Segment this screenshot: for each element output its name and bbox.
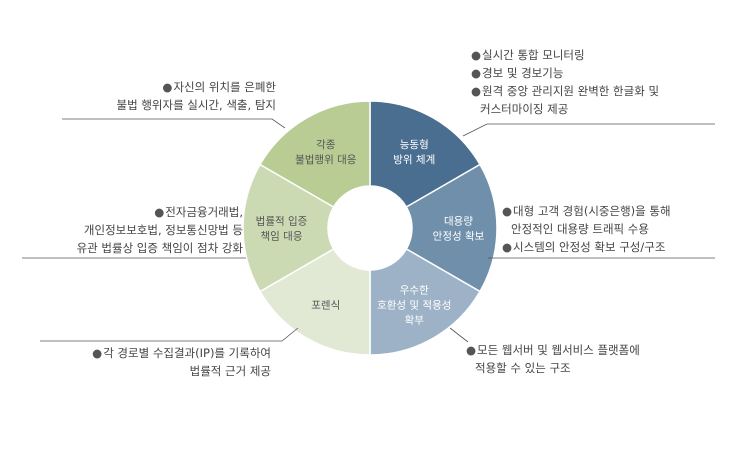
note-row: 적용할 수 있는 구조 [475,361,571,375]
donut-center [328,186,412,270]
connector-bottom-left [40,327,299,342]
note-row: ●대형 고객 경험(시중은행)을 통해 [502,204,671,218]
note-row: 불법 행위자를 실시간, 색출, 탐지 [116,98,276,112]
note-row: 유관 법률상 입증 책임이 점차 강화 [76,241,243,255]
segment-label-compat: 우수한 [400,285,429,297]
connector-top-right [462,123,715,137]
note-bottom-right: ●모든 웹서버 및 웹서비스 플랫폼에 적용할 수 있는 구조 [466,341,640,377]
bullet-icon: ● [502,204,513,218]
segment-label-legal: 법률적 입증 [256,215,308,228]
bullet-icon: ● [162,80,173,94]
donut-segments [242,100,498,356]
bullet-icon: ● [471,66,482,80]
note-mid-left: ●전자금융거래법, 개인정보보호법, 정보통신망법 등 유관 법률상 입증 책임… [77,203,243,257]
note-row: 법률적 근거 제공 [189,364,271,378]
connector-lines [22,118,715,343]
note-row: 안정적인 대용량 트래픽 수용 [511,222,649,236]
bullet-icon: ● [471,48,482,62]
connector-bottom-right [449,327,469,343]
segment-label-illegal: 불법행위 대응 [295,153,357,166]
segment-label-stability: 안정성 확보 [433,230,485,243]
note-row: ●경보 및 경보기능 [471,66,564,80]
bullet-icon: ● [471,84,482,98]
note-row: ●전자금융거래법, [154,205,243,219]
segment-label-illegal: 각종 [316,139,336,151]
note-row: ●시스템의 안정성 확보 구성/구조 [502,240,666,254]
note-top-right: ●실시간 통합 모니터링 ●경보 및 경보기능 ●원격 중앙 관리지원 완벽한 … [471,46,659,118]
connector-top-left [62,118,286,129]
note-row: ●자신의 위치를 은폐한 [162,80,276,94]
note-row: ●각 경로별 수집결과(IP)를 기록하여 [92,346,271,360]
note-row: ●모든 웹서버 및 웹서비스 플랫폼에 [466,343,640,357]
bullet-icon: ● [466,343,477,357]
segment-label-proactive: 방위 체계 [393,153,435,166]
segment-label-proactive: 능동형 [400,139,429,151]
note-row: ●실시간 통합 모니터링 [471,48,585,62]
note-bottom-left: ●각 경로별 수집결과(IP)를 기록하여 법률적 근거 제공 [92,344,271,380]
segment-label-stability: 대용량 [444,216,473,228]
bullet-icon: ● [92,346,103,360]
segment-label-compat: 호환성 및 적용성 [377,300,451,312]
bullet-icon: ● [154,205,165,219]
note-row: 커스터마이징 제공 [480,102,569,116]
note-mid-right: ●대형 고객 경험(시중은행)을 통해 안정적인 대용량 트래픽 수용 ●시스템… [502,202,671,256]
segment-label-compat: 확부 [405,314,425,327]
segment-label-legal: 책임 대응 [261,230,303,243]
note-row: ●원격 중앙 관리지원 완벽한 한글화 및 [471,84,660,98]
note-top-left: ●자신의 위치를 은폐한 불법 행위자를 실시간, 색출, 탐지 [117,78,276,114]
bullet-icon: ● [502,240,513,254]
note-row: 개인정보보호법, 정보통신망법 등 [83,223,243,237]
segment-label-forensic: 포렌식 [311,300,340,312]
